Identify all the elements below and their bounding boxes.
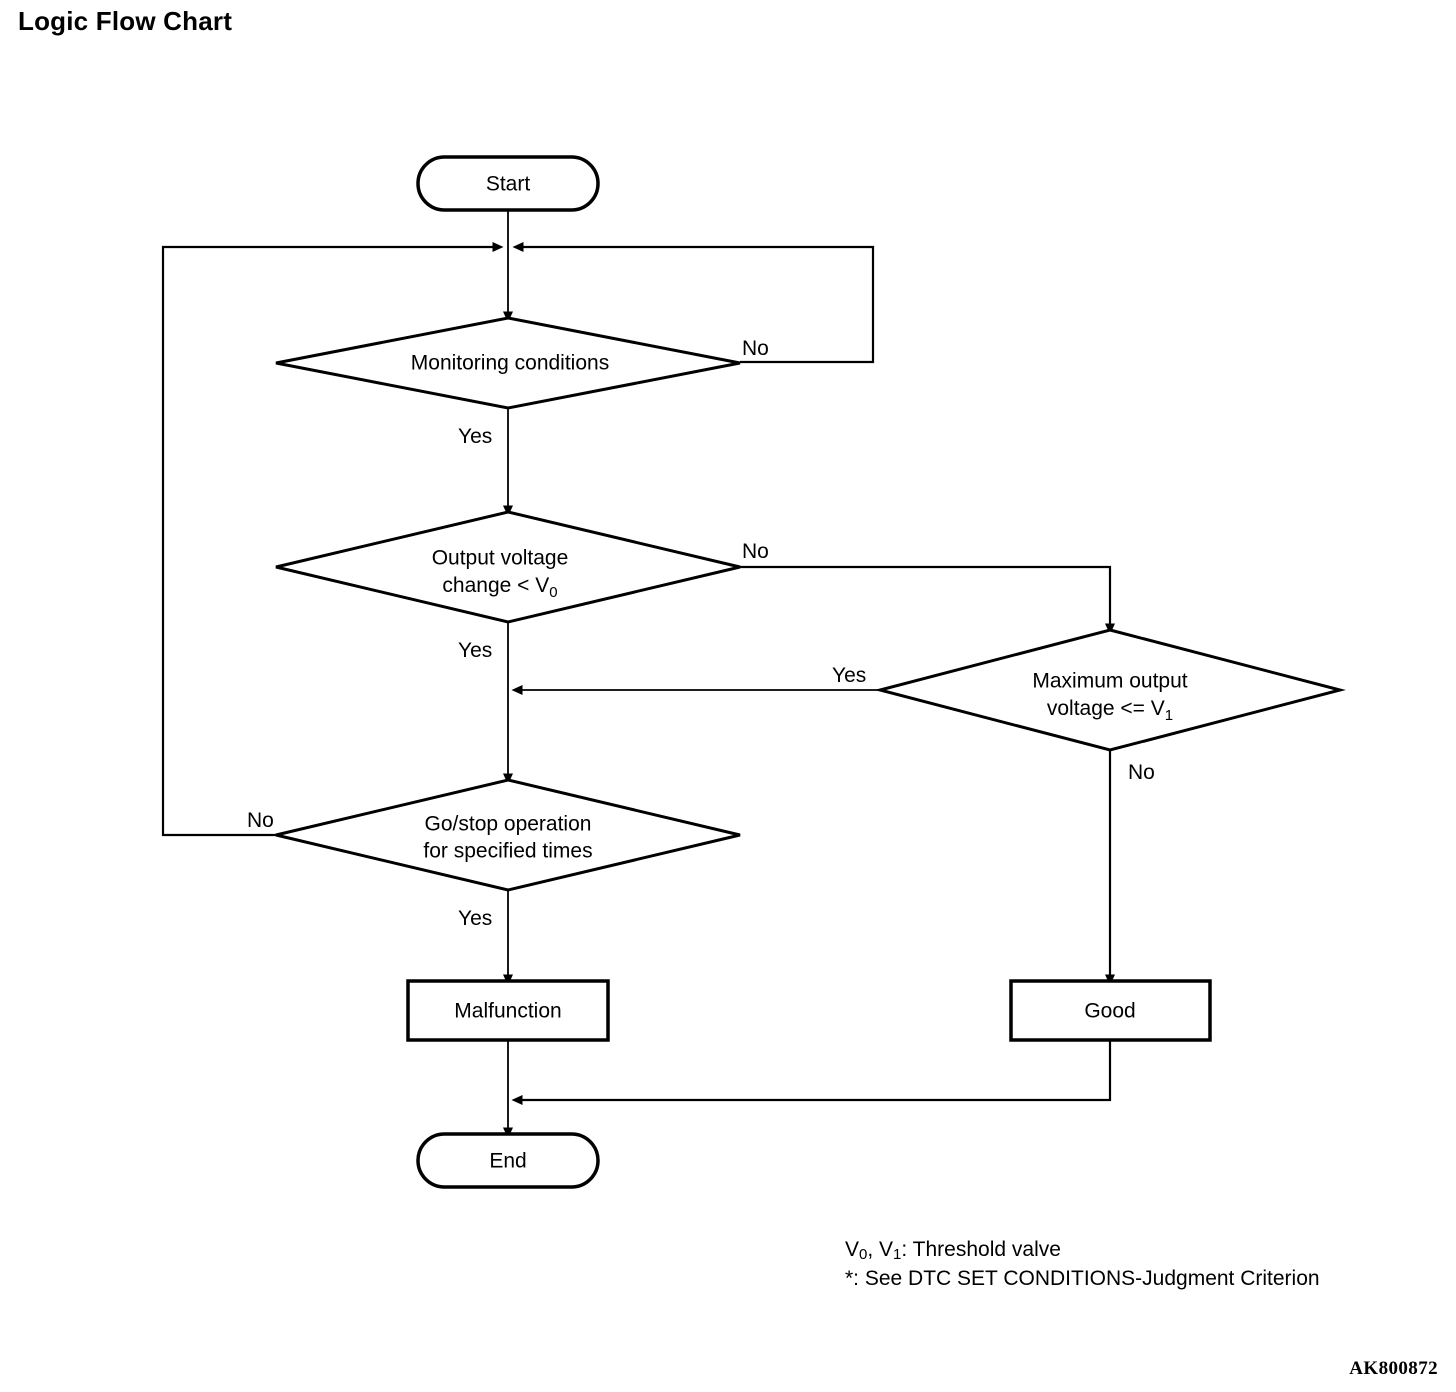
edge-label-go-stop-no: No [247,809,274,832]
reference-code: AK800872 [1349,1358,1438,1379]
node-go-stop-operation-label-line2: for specified times [423,840,592,863]
node-output-voltage[interactable]: Output voltage change < V0 [275,510,741,624]
edge-good-to-end [511,1040,1112,1105]
node-go-stop-operation-label-line1: Go/stop operation [425,813,592,836]
node-malfunction[interactable]: Malfunction [406,979,610,1042]
node-end-label: End [489,1150,526,1173]
edge-outputvoltage-no [740,565,1115,635]
edge-label-output-voltage-yes: Yes [458,639,492,662]
edge-label-monitoring-yes: Yes [458,425,492,448]
page-title: Logic Flow Chart [18,6,233,36]
edge-gostop-no-loop [161,242,504,837]
node-end[interactable]: End [416,1132,600,1189]
node-monitoring-conditions-label: Monitoring conditions [411,352,609,375]
edge-label-output-voltage-no: No [742,540,769,563]
node-output-voltage-label-line2: change < V0 [442,574,557,601]
node-monitoring-conditions[interactable]: Monitoring conditions [275,316,741,410]
node-start-label: Start [486,173,531,196]
node-output-voltage-label-line1: Output voltage [432,547,569,570]
edge-monitoring-no-loop [512,242,875,364]
footnote-threshold: V0, V1: Threshold valve [845,1238,1061,1263]
node-maximum-output-voltage-label-line2: voltage <= V1 [1047,697,1173,724]
edge-label-go-stop-yes: Yes [458,907,492,930]
footnotes: V0, V1: Threshold valve *: See DTC SET C… [845,1236,1320,1294]
node-go-stop-operation[interactable]: Go/stop operation for specified times [275,778,741,892]
node-good[interactable]: Good [1009,979,1212,1042]
node-maximum-output-voltage[interactable]: Maximum output voltage <= V1 [874,628,1346,752]
node-malfunction-label: Malfunction [454,1000,561,1023]
edge-label-monitoring-no: No [742,337,769,360]
footnote-dtc-reference: *: See DTC SET CONDITIONS-Judgment Crite… [845,1267,1320,1291]
edge-label-max-voltage-yes: Yes [832,664,866,687]
node-start[interactable]: Start [416,155,600,212]
node-maximum-output-voltage-label-line1: Maximum output [1032,670,1187,693]
edge-label-max-voltage-no: No [1128,761,1155,784]
node-good-label: Good [1084,1000,1135,1023]
